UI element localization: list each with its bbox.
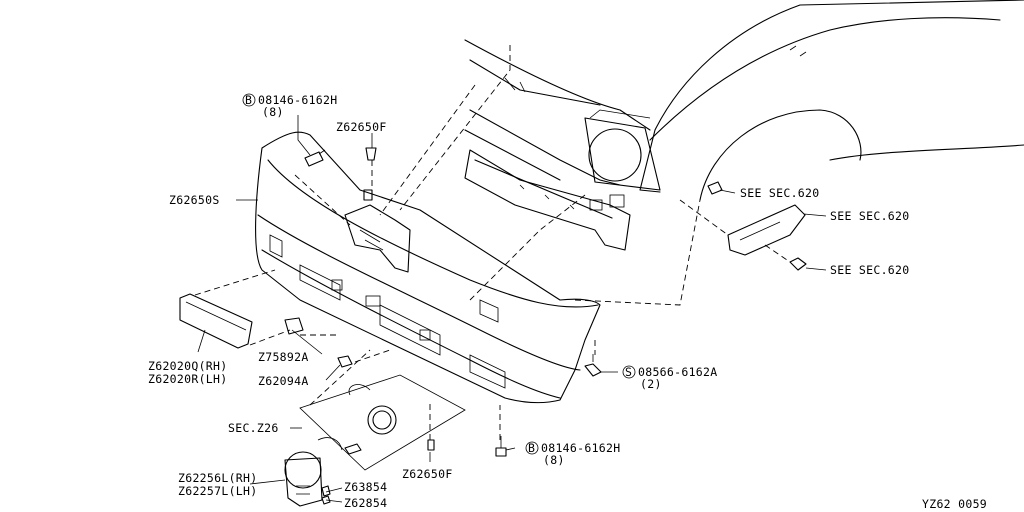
bolt-symbol-bottom: B: [525, 441, 539, 455]
label-bolt-bottom-pn: 08146-6162H: [541, 441, 620, 455]
reference-lines: [194, 45, 791, 440]
small-parts: [284, 147, 602, 457]
bolt-symbol-top-letter: B: [245, 93, 252, 107]
fog-lamp-assembly: [284, 374, 466, 507]
vehicle-body: [464, 0, 1024, 201]
label-fog-clip-b: Z62854: [344, 496, 387, 510]
label-fog-section: SEC.Z26: [228, 421, 279, 435]
label-screw-pn: 08566-6162A: [638, 365, 717, 379]
label-see-sec-3: SEE SEC.620: [830, 263, 909, 277]
reflector: [179, 293, 253, 349]
label-bracket: Z75892A: [258, 350, 309, 364]
label-fog-clip-a: Z63854: [344, 480, 387, 494]
label-bolt-bottom-qty: (8): [543, 453, 565, 467]
label-screw-qty: (2): [640, 377, 662, 391]
label-see-sec-1: SEE SEC.620: [740, 186, 819, 200]
label-clip-mid: Z62094A: [258, 374, 309, 388]
diagram-id: YZ62 0059: [922, 497, 987, 511]
label-fog-rh: Z62256L(RH): [178, 471, 257, 485]
label-clip-bottom: Z62650F: [402, 467, 453, 481]
label-see-sec-2: SEE SEC.620: [830, 209, 909, 223]
label-reflector-rh: Z62020Q(RH): [148, 359, 227, 373]
bolt-symbol-top: B: [242, 93, 256, 107]
screw-symbol: S: [622, 365, 636, 379]
label-bolt-top-qty: (8): [262, 105, 284, 119]
label-bolt-top-pn: 08146-6162H: [258, 93, 337, 107]
bumper-fascia: [255, 131, 601, 404]
label-clip-top: Z62650F: [336, 120, 387, 134]
leader-lines: [197, 115, 827, 503]
label-reflector-lh: Z62020R(LH): [148, 372, 227, 386]
screw-symbol-letter: S: [625, 365, 632, 379]
bumper-reinforcement: [464, 149, 631, 251]
label-fog-lh: Z62257L(LH): [178, 484, 257, 498]
bolt-symbol-bottom-letter: B: [528, 441, 535, 455]
label-bumper-fascia: Z62650S: [169, 193, 220, 207]
